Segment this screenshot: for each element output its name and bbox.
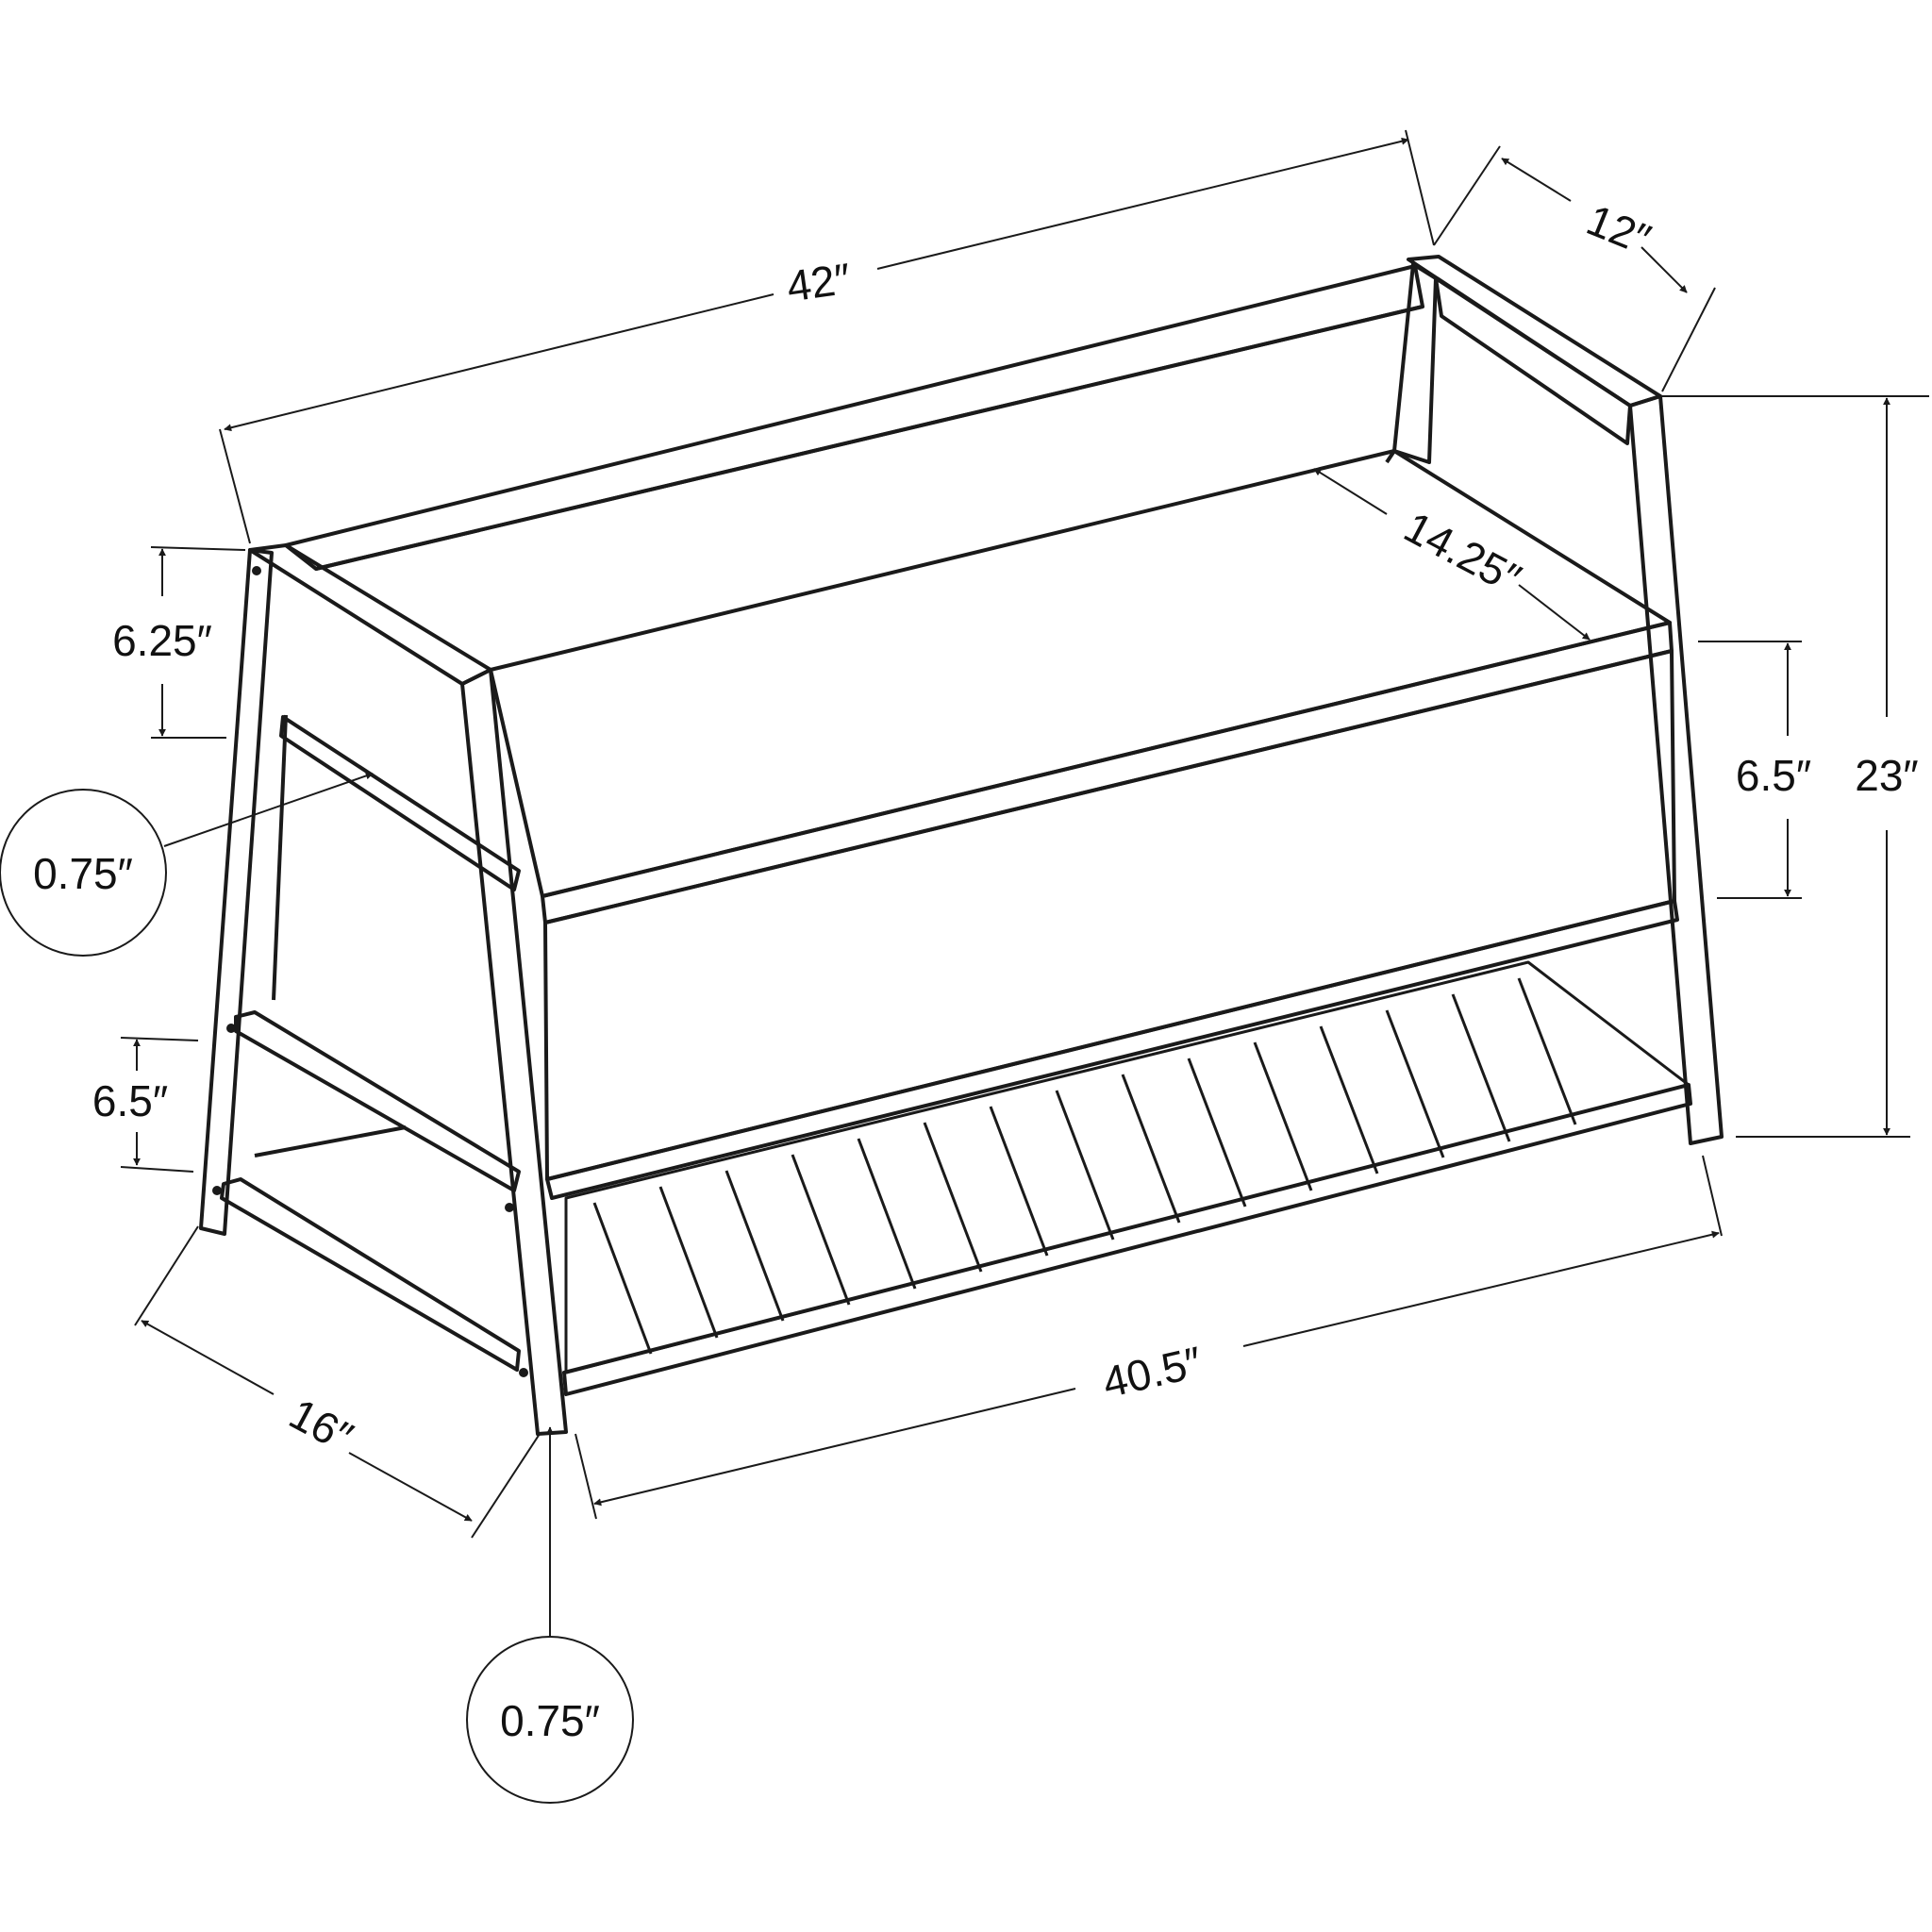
label-drawer-depth: 14.25″ bbox=[1396, 502, 1528, 604]
left-cross-rails bbox=[220, 715, 521, 1372]
front-bottom-rail bbox=[545, 899, 1692, 1396]
label-inner-width: 40.5″ bbox=[1098, 1337, 1207, 1407]
dimension-lines bbox=[120, 129, 1929, 1539]
callout-frame-thickness: 0.75″ bbox=[0, 772, 374, 957]
label-shelf-gap: 6.5″ bbox=[92, 1076, 168, 1125]
callout-leg-thickness-label: 0.75″ bbox=[500, 1696, 600, 1745]
dim-shelf-gap bbox=[120, 1037, 199, 1173]
left-end-frame bbox=[199, 543, 568, 1436]
label-top-gap: 6.25″ bbox=[112, 616, 212, 665]
right-end-frame bbox=[1407, 255, 1724, 1145]
screw-holes bbox=[212, 566, 528, 1377]
callout-leg-thickness: 0.75″ bbox=[466, 1426, 634, 1804]
callout-frame-thickness-label: 0.75″ bbox=[33, 849, 133, 898]
dim-top-gap bbox=[150, 546, 246, 739]
label-overall-depth: 12″ bbox=[1580, 194, 1657, 263]
label-base-depth: 16″ bbox=[282, 1389, 361, 1462]
label-overall-height: 23″ bbox=[1855, 751, 1918, 800]
back-top-rail bbox=[284, 264, 1424, 571]
bench-frame bbox=[199, 255, 1724, 1436]
dim-drawer-height bbox=[1698, 641, 1802, 899]
label-overall-width: 42″ bbox=[784, 254, 854, 311]
dim-overall-width bbox=[219, 129, 1435, 544]
dim-base-depth bbox=[134, 1225, 541, 1539]
dim-overall-height bbox=[1662, 395, 1929, 1138]
dim-inner-width bbox=[575, 1155, 1723, 1520]
slatted-shelf bbox=[564, 960, 1690, 1374]
back-right-post bbox=[1392, 262, 1438, 464]
label-drawer-height: 6.5″ bbox=[1736, 751, 1811, 800]
dim-overall-depth bbox=[1433, 145, 1716, 392]
dim-drawer-depth bbox=[1313, 468, 1591, 641]
